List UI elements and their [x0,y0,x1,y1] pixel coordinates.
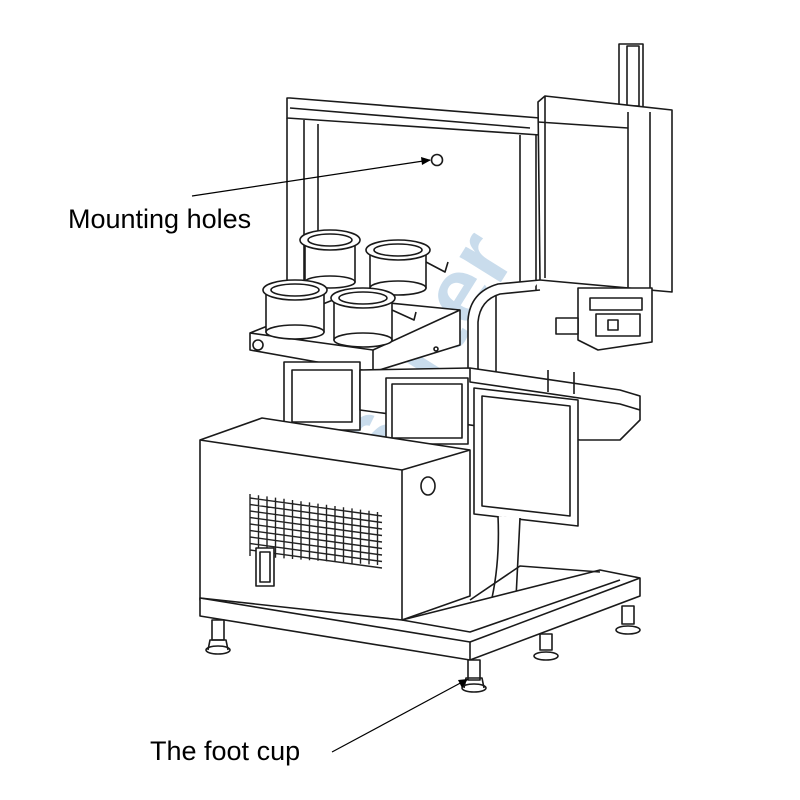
mounting-hole [430,153,444,167]
foot-cup-left [205,619,231,655]
foot-cup-right [615,605,641,635]
foot-cup-front [461,659,487,693]
bowl-feeder-front-right [330,287,417,348]
cabinet-switch [255,547,275,587]
press-column [537,43,673,293]
foot-cup-leader [331,679,467,753]
bowl-feeder-back-left [299,229,361,289]
base-frame [199,565,641,661]
bowl-feeder-back-right [365,239,449,296]
mounting-holes-label: Mounting holes [68,204,252,234]
support-leg [491,515,521,599]
vent-grille [249,494,383,569]
window-panel-front [473,387,579,527]
window-panel-middle [385,377,469,445]
mounting-holes-leader [191,159,431,197]
foot-cup-label: The foot cup [150,736,301,766]
center-column [283,361,361,431]
curved-arm [467,279,541,372]
press-head [555,287,653,351]
foot-cup-middle [533,633,559,661]
bowl-feeder-front-left [262,279,328,340]
